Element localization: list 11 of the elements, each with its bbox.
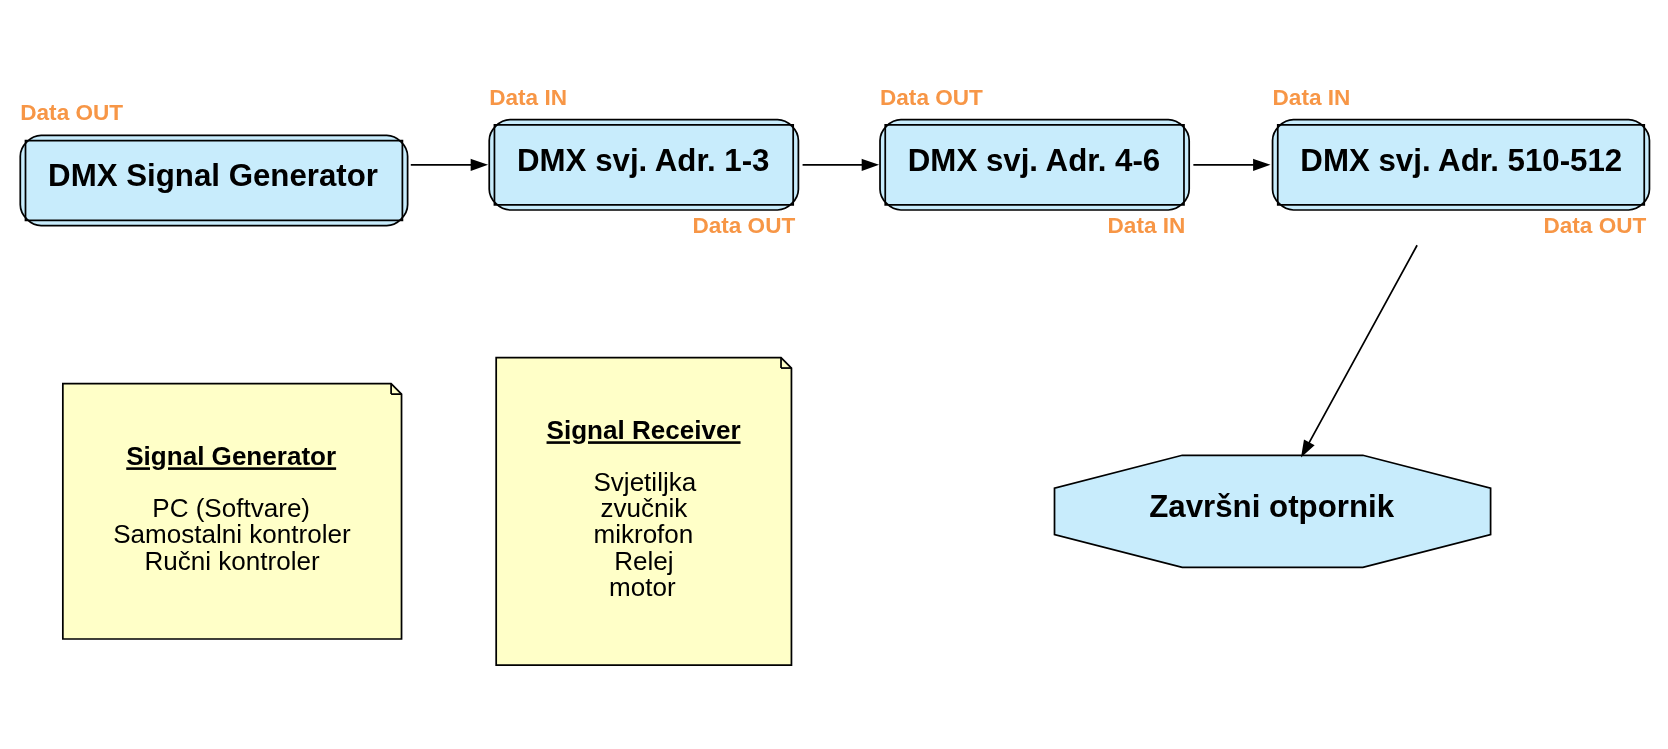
node-label: Data OUT	[20, 99, 124, 125]
arrow	[1301, 243, 1418, 458]
node-label: Data IN	[489, 84, 567, 110]
arrow	[801, 158, 880, 171]
node-label: Data OUT	[880, 84, 983, 110]
arrow	[1192, 158, 1271, 171]
arrow	[409, 158, 489, 171]
node-label: Data IN	[1272, 84, 1351, 110]
node-label: Data IN	[1107, 212, 1186, 238]
node-label: Data OUT	[1543, 212, 1647, 238]
node-label: Data OUT	[692, 212, 796, 238]
